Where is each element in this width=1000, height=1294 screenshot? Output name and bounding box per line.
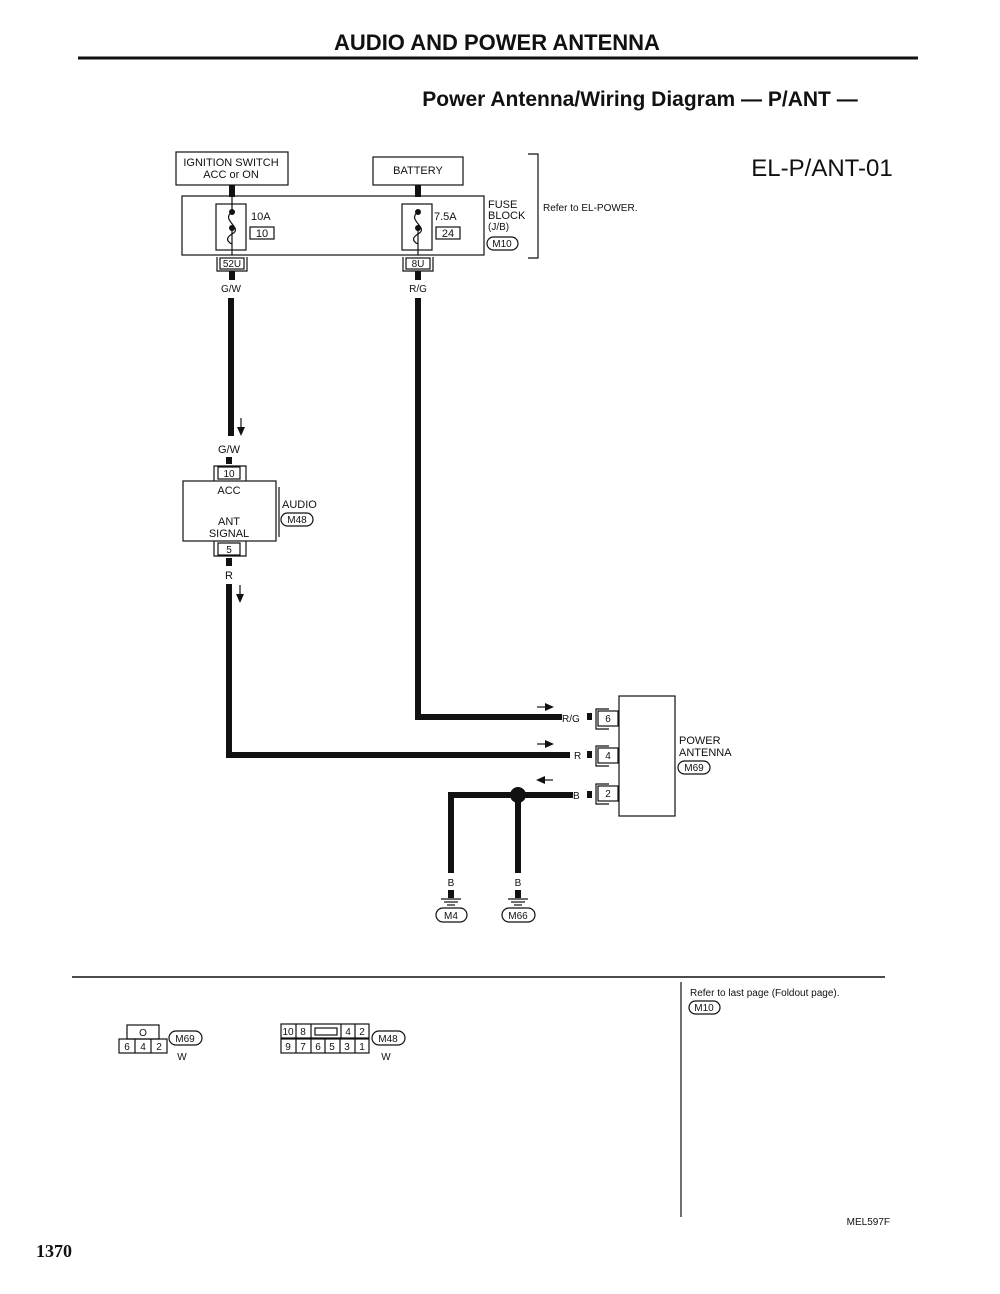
audio-name-label: AUDIO bbox=[282, 499, 317, 511]
m48-pin-9: 9 bbox=[285, 1042, 291, 1053]
terminal-52u: 52U G/W bbox=[216, 257, 248, 295]
antenna-pin-6: 6 bbox=[605, 714, 611, 725]
antenna-connector-m69: M69 bbox=[684, 763, 704, 774]
refer-foldout-note: Refer to last page (Foldout page). bbox=[690, 988, 840, 999]
ground-m4: B ⏚ M4 bbox=[435, 878, 468, 923]
antenna-pin-4: 4 bbox=[605, 751, 611, 762]
connector-face-m69: O 6 4 2 M69 W bbox=[118, 1024, 203, 1063]
antenna-pin-2: 2 bbox=[605, 789, 611, 800]
fuse-block-connector-m10: M10 bbox=[492, 239, 512, 250]
wire-label-r-audio: R bbox=[225, 570, 233, 582]
diagram-code: EL-P/ANT-01 bbox=[751, 155, 892, 182]
svg-text:BLOCK: BLOCK bbox=[488, 210, 526, 222]
wire-label-gw-audio: G/W bbox=[218, 444, 241, 456]
refer-m10-oval bbox=[688, 1000, 721, 1015]
antenna-name-line2: ANTENNA bbox=[679, 747, 732, 759]
ground-m4-wire-label: B bbox=[448, 878, 455, 889]
wire-label-gw-top: G/W bbox=[221, 284, 242, 295]
audio-unit: 10 ACC ANT SIGNAL 5 AUDIO M48 bbox=[182, 465, 317, 557]
svg-text:IGNITION SWITCH: IGNITION SWITCH bbox=[183, 157, 278, 169]
ground-wiring bbox=[448, 787, 573, 873]
m48-pin-1: 1 bbox=[359, 1042, 365, 1053]
ground-m66-wire-label: B bbox=[515, 878, 522, 889]
svg-text:(J/B): (J/B) bbox=[488, 222, 509, 233]
audio-pin-10: 10 bbox=[223, 469, 235, 480]
arrow-down-gw-icon bbox=[237, 418, 245, 436]
fuse-block: 10A 10 7.5A 24 FUSE BLOCK (J/B) M10 bbox=[181, 195, 526, 256]
refer-power-bracket: Refer to EL-POWER. bbox=[528, 153, 637, 259]
wire-label-r-antenna: R bbox=[574, 751, 581, 762]
connector-face-m48: 10 8 4 2 9 7 6 5 3 1 M48 W bbox=[280, 1023, 406, 1063]
fuse-10a-label: 10A bbox=[251, 211, 271, 223]
wire-r bbox=[226, 584, 570, 758]
diagram-subtitle: Power Antenna/Wiring Diagram — P/ANT — bbox=[422, 88, 857, 111]
m48-pin-5: 5 bbox=[329, 1042, 335, 1053]
figure-reference-code: MEL597F bbox=[847, 1217, 890, 1228]
fuse-24-number: 24 bbox=[442, 228, 454, 240]
arrow-down-r-icon bbox=[236, 585, 244, 603]
svg-text:Refer to EL-POWER.: Refer to EL-POWER. bbox=[543, 203, 637, 214]
m48-color-label: W bbox=[381, 1052, 391, 1063]
svg-text:ACC: ACC bbox=[217, 485, 240, 497]
svg-text:ANT: ANT bbox=[218, 516, 240, 528]
fuse-10-number: 10 bbox=[256, 228, 268, 240]
page-number: 1370 bbox=[36, 1241, 72, 1261]
svg-text:52U: 52U bbox=[223, 259, 241, 270]
audio-connector-m48: M48 bbox=[287, 515, 307, 526]
antenna-name-line1: POWER bbox=[679, 735, 721, 747]
wire-rg bbox=[415, 298, 562, 720]
m69-pin-2: 2 bbox=[156, 1042, 162, 1053]
m69-connector-label: M69 bbox=[175, 1034, 195, 1045]
ignition-switch-box: IGNITION SWITCH ACC or ON bbox=[175, 151, 289, 186]
m69-pin-6: 6 bbox=[124, 1042, 130, 1053]
m48-connector-label: M48 bbox=[378, 1034, 398, 1045]
wire-label-b-antenna: B bbox=[573, 791, 580, 802]
page-title: AUDIO AND POWER ANTENNA bbox=[334, 30, 660, 55]
svg-text:BATTERY: BATTERY bbox=[393, 165, 443, 177]
m69-color-label: W bbox=[177, 1052, 187, 1063]
m69-pin-4: 4 bbox=[140, 1042, 146, 1053]
refer-m10-label: M10 bbox=[694, 1003, 714, 1014]
m69-top-pin: O bbox=[139, 1028, 147, 1039]
m48-pin-6: 6 bbox=[315, 1042, 321, 1053]
fuse-7-5a-label: 7.5A bbox=[434, 211, 457, 223]
arrow-right-r-icon bbox=[537, 740, 554, 748]
ground-m4-icon: ⏚ bbox=[451, 901, 452, 904]
audio-pin-5: 5 bbox=[226, 545, 232, 556]
power-antenna-unit: 6 4 2 POWER ANTENNA M69 bbox=[595, 695, 732, 817]
m48-pin-2: 2 bbox=[359, 1027, 365, 1038]
m48-pin-3: 3 bbox=[344, 1042, 350, 1053]
svg-text:8U: 8U bbox=[412, 259, 425, 270]
ground-m66-connector: M66 bbox=[508, 911, 528, 922]
svg-text:FUSE: FUSE bbox=[488, 199, 517, 211]
ground-m66: B M66 bbox=[501, 878, 536, 923]
m48-pin-10: 10 bbox=[282, 1027, 294, 1038]
ground-m4-connector: M4 bbox=[444, 911, 458, 922]
svg-text:ACC or ON: ACC or ON bbox=[203, 169, 259, 181]
m48-pin-4: 4 bbox=[345, 1027, 351, 1038]
battery-box: BATTERY bbox=[372, 156, 464, 186]
arrow-left-b-icon bbox=[536, 776, 553, 784]
m48-pin-8: 8 bbox=[300, 1027, 306, 1038]
arrow-right-rg-icon bbox=[537, 703, 554, 711]
wire-label-rg-antenna: R/G bbox=[562, 714, 580, 725]
m48-pin-7: 7 bbox=[300, 1042, 306, 1053]
svg-text:SIGNAL: SIGNAL bbox=[209, 528, 249, 540]
terminal-8u: 8U R/G bbox=[402, 257, 434, 295]
wire-label-rg-top: R/G bbox=[409, 284, 427, 295]
